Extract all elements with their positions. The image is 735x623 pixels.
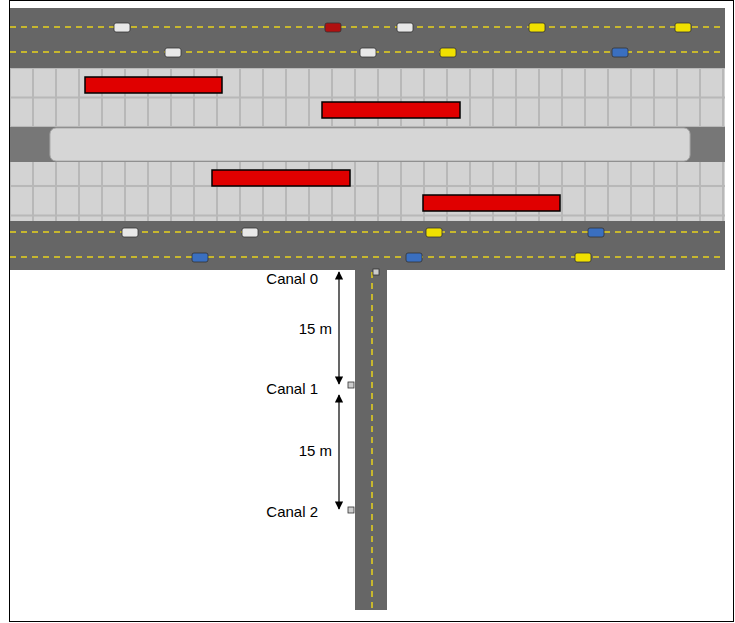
bus	[423, 195, 560, 211]
car	[612, 48, 628, 57]
lane-marking	[371, 272, 373, 610]
car	[529, 23, 545, 32]
car	[114, 23, 130, 32]
dimension-arrow	[338, 272, 339, 384]
car	[588, 228, 604, 237]
side-road	[355, 270, 387, 610]
sensor	[348, 507, 354, 513]
central-strip	[10, 127, 725, 162]
car	[165, 48, 181, 57]
channel-label: Canal 0	[266, 271, 318, 288]
channel-label: Canal 2	[266, 504, 318, 521]
dimension-label: 15 m	[299, 321, 332, 338]
dimension-label: 15 m	[299, 443, 332, 460]
dimension-arrow	[338, 395, 339, 509]
main-road	[10, 8, 725, 270]
car	[406, 253, 422, 262]
platform-tiles	[10, 162, 725, 221]
car	[426, 228, 442, 237]
car	[440, 48, 456, 57]
channel-label: Canal 1	[266, 381, 318, 398]
car	[192, 253, 208, 262]
car	[397, 23, 413, 32]
sensor	[348, 382, 354, 388]
car	[675, 23, 691, 32]
station-platform	[50, 128, 690, 161]
frame	[10, 1, 734, 622]
bus	[322, 102, 460, 118]
bus	[212, 170, 350, 186]
car	[325, 23, 341, 32]
car	[122, 228, 138, 237]
cars	[114, 23, 691, 262]
platform-tiles	[10, 68, 725, 127]
car	[242, 228, 258, 237]
sensor	[373, 269, 379, 275]
car	[360, 48, 376, 57]
car	[575, 253, 591, 262]
bus	[85, 77, 222, 93]
lane-markings	[10, 27, 725, 257]
